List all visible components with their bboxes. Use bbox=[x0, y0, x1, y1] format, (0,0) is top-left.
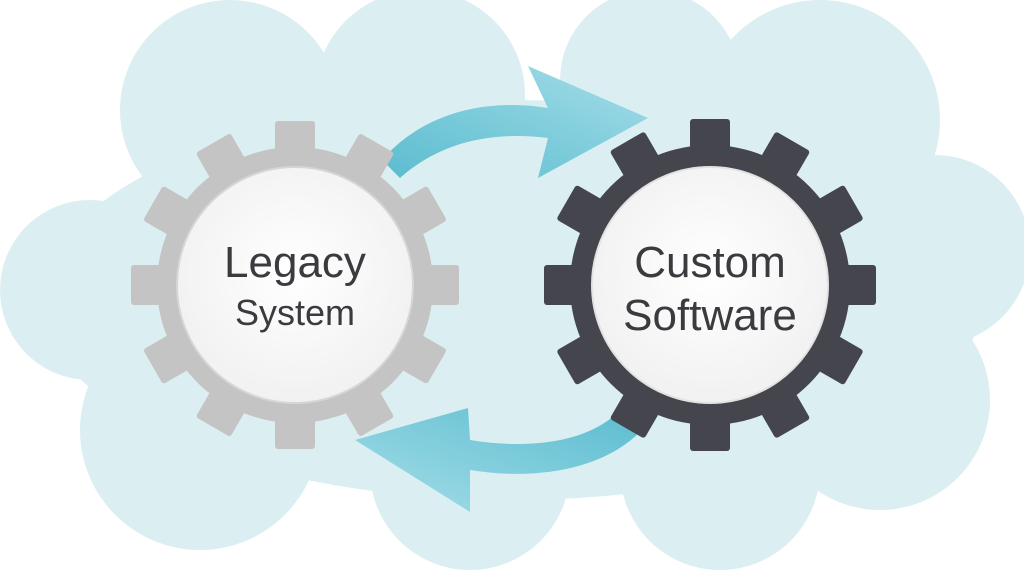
custom-label-line1: Custom bbox=[634, 238, 786, 287]
legacy-system-gear bbox=[131, 121, 459, 449]
custom-software-gear bbox=[544, 119, 876, 451]
arrow-to-legacy-system bbox=[355, 408, 640, 512]
custom-label-line2: Software bbox=[623, 291, 797, 341]
legacy-system-label: Legacy System bbox=[175, 238, 415, 334]
arrow-to-custom-software bbox=[382, 66, 648, 178]
legacy-label-line1: Legacy bbox=[224, 238, 366, 287]
legacy-label-line2: System bbox=[234, 292, 356, 334]
custom-software-label: Custom Software bbox=[590, 238, 830, 341]
